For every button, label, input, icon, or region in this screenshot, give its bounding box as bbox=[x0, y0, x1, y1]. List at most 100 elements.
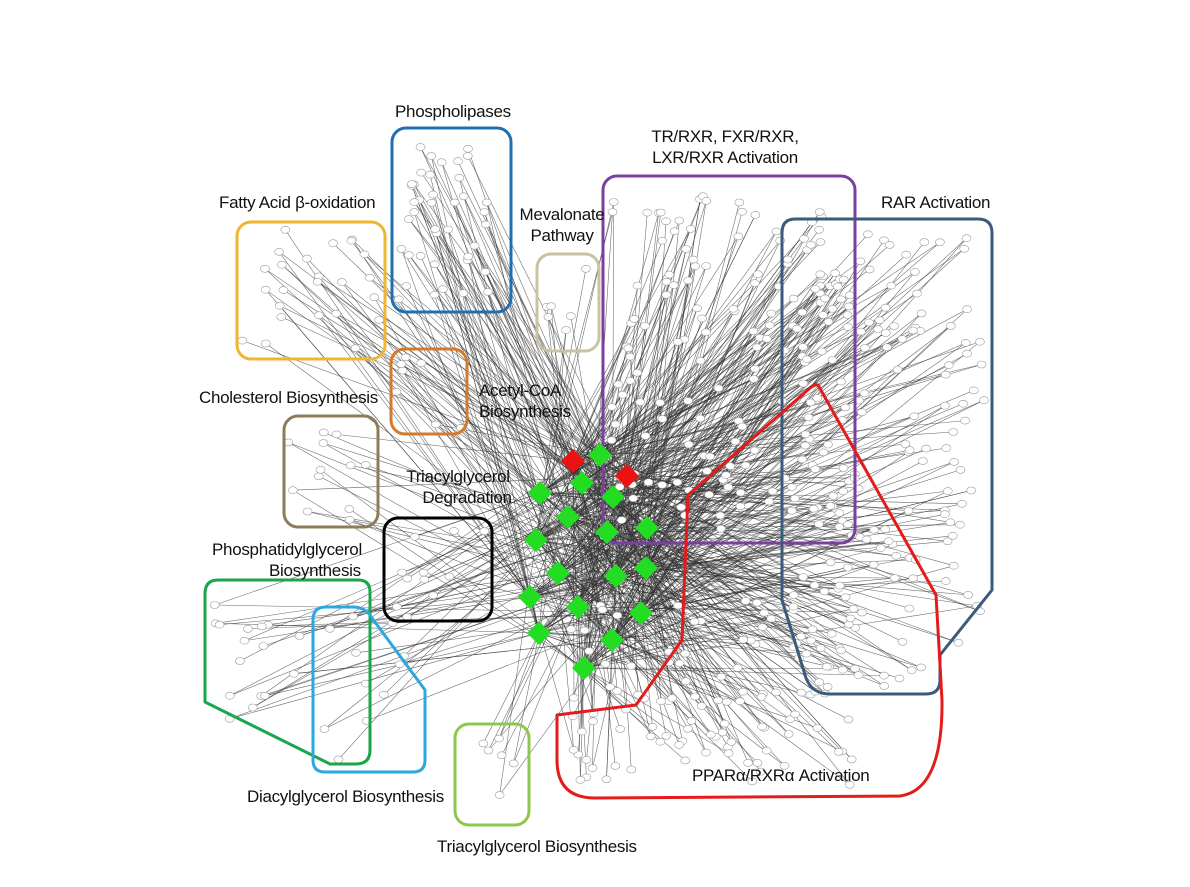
gene-node bbox=[736, 489, 745, 496]
gene-node bbox=[626, 377, 635, 384]
gene-node bbox=[851, 665, 860, 672]
gene-node bbox=[410, 533, 419, 540]
gene-node bbox=[398, 367, 407, 374]
gene-node bbox=[275, 248, 284, 255]
gene-node bbox=[394, 296, 403, 303]
gene-node bbox=[802, 356, 811, 363]
gene-node bbox=[846, 615, 855, 622]
label-tag-degradation-line2: Degradation bbox=[388, 487, 528, 508]
gene-node bbox=[392, 603, 401, 610]
gene-node bbox=[673, 338, 682, 345]
gene-node bbox=[762, 335, 771, 342]
gene-node bbox=[884, 538, 893, 545]
network-edge bbox=[582, 242, 940, 483]
gene-node bbox=[731, 438, 740, 445]
gene-node bbox=[758, 624, 767, 631]
gene-node bbox=[815, 679, 824, 686]
gene-node bbox=[752, 344, 761, 351]
gene-node bbox=[641, 323, 650, 330]
gene-node bbox=[320, 726, 329, 733]
gene-node bbox=[240, 637, 249, 644]
gene-node bbox=[724, 750, 733, 757]
gene-node bbox=[791, 711, 800, 718]
gene-node bbox=[215, 621, 224, 628]
gene-node bbox=[693, 305, 702, 312]
gene-node bbox=[431, 421, 440, 428]
gene-node bbox=[790, 495, 799, 502]
gene-node bbox=[690, 693, 699, 700]
gene-node bbox=[570, 694, 579, 701]
gene-node bbox=[917, 664, 926, 671]
gene-node bbox=[346, 462, 355, 469]
gene-node bbox=[962, 235, 971, 242]
gene-node bbox=[497, 752, 506, 759]
gene-node bbox=[910, 268, 919, 275]
gene-node bbox=[398, 569, 407, 576]
gene-node bbox=[857, 328, 866, 335]
gene-node bbox=[787, 507, 796, 514]
gene-node bbox=[717, 525, 726, 532]
gene-node bbox=[887, 282, 896, 289]
network-edge bbox=[230, 633, 539, 719]
label-mevalonate-line1: Mevalonate bbox=[512, 204, 612, 225]
network-edge bbox=[336, 314, 530, 597]
gene-node bbox=[257, 623, 266, 630]
gene-node bbox=[720, 720, 729, 727]
gene-node bbox=[450, 527, 459, 534]
label-fatty-acid-oxidation: Fatty Acid β-oxidation bbox=[219, 192, 375, 213]
gene-node bbox=[863, 231, 872, 238]
gene-node bbox=[977, 361, 986, 368]
gene-node bbox=[767, 310, 776, 317]
gene-node bbox=[484, 747, 493, 754]
gene-node bbox=[329, 240, 338, 247]
label-mevalonate-line2: Pathway bbox=[512, 225, 612, 246]
gene-node bbox=[588, 765, 597, 772]
gene-node bbox=[967, 487, 976, 494]
gene-node bbox=[470, 242, 479, 249]
gene-node bbox=[288, 487, 297, 494]
gene-node bbox=[890, 575, 899, 582]
gene-node bbox=[260, 692, 269, 699]
gene-node bbox=[946, 519, 955, 526]
gene-node bbox=[816, 271, 825, 278]
gene-node bbox=[882, 344, 891, 351]
gene-node bbox=[547, 303, 556, 310]
gene-node bbox=[809, 505, 818, 512]
gene-node bbox=[459, 290, 468, 297]
gene-node bbox=[904, 507, 913, 514]
gene-node bbox=[941, 578, 950, 585]
gene-node bbox=[463, 152, 472, 159]
gene-node bbox=[865, 319, 874, 326]
gene-node bbox=[682, 246, 691, 253]
gene-node bbox=[716, 512, 725, 519]
gene-node bbox=[750, 280, 759, 287]
gene-node bbox=[544, 313, 553, 320]
gene-node bbox=[658, 237, 667, 244]
gene-node bbox=[658, 481, 667, 488]
gene-node bbox=[566, 313, 575, 320]
gene-node bbox=[767, 615, 776, 622]
gene-node bbox=[735, 698, 744, 705]
label-acetyl-coa-line2: Biosynthesis bbox=[479, 401, 571, 422]
gene-node bbox=[729, 305, 738, 312]
label-mevalonate-pathway: Mevalonate Pathway bbox=[512, 204, 612, 246]
gene-node bbox=[438, 286, 447, 293]
gene-node bbox=[607, 403, 616, 410]
gene-node bbox=[881, 330, 890, 337]
gene-node bbox=[823, 683, 832, 690]
gene-node bbox=[332, 431, 341, 438]
gene-node bbox=[909, 575, 918, 582]
gene-node bbox=[979, 397, 988, 404]
gene-node bbox=[783, 256, 792, 263]
gene-node bbox=[815, 226, 824, 233]
gene-node bbox=[404, 216, 413, 223]
gene-node bbox=[910, 413, 919, 420]
gene-node bbox=[662, 732, 671, 739]
gene-node bbox=[402, 283, 411, 290]
gene-node bbox=[969, 387, 978, 394]
gene-node bbox=[845, 292, 854, 299]
gene-node bbox=[881, 304, 890, 311]
gene-node bbox=[611, 421, 620, 428]
gene-node bbox=[807, 241, 816, 248]
